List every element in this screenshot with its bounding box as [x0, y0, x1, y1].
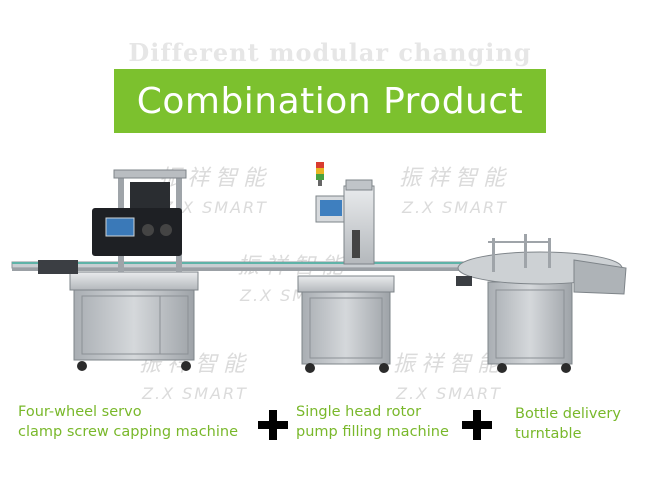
watermark-en: Z.X SMART — [402, 198, 508, 217]
background-heading: Different modular changing — [128, 38, 532, 67]
conveyor-belt — [11, 261, 471, 271]
production-line-illustration — [11, 162, 627, 373]
caption-line: Bottle delivery — [515, 406, 621, 422]
caption-line: Single head rotor — [296, 404, 422, 420]
caption-line: turntable — [515, 426, 582, 442]
machine-caption-capping: Four-wheel servo clamp screw capping mac… — [18, 402, 238, 442]
plus-icon — [258, 410, 288, 440]
caption-line: clamp screw capping machine — [18, 424, 238, 440]
watermark-cn: 振祥智能 — [392, 352, 505, 377]
capping-machine — [38, 169, 199, 371]
caption-line: pump filling machine — [296, 424, 449, 440]
caption-line: Four-wheel servo — [18, 404, 142, 420]
watermark-cn: 振祥智能 — [398, 166, 511, 191]
watermark-en: Z.X SMART — [142, 384, 248, 403]
banner-title: Combination Product — [136, 80, 524, 122]
filling-machine — [297, 162, 395, 373]
title-banner: Combination Product — [114, 69, 546, 133]
machine-caption-turntable: Bottle delivery turntable — [515, 404, 621, 444]
watermark-en: Z.X SMART — [396, 384, 502, 403]
bottle-turntable — [456, 234, 627, 373]
watermark-en: Z.X SMART — [162, 198, 268, 217]
machine-caption-filling: Single head rotor pump filling machine — [296, 402, 449, 442]
plus-icon — [462, 410, 492, 440]
